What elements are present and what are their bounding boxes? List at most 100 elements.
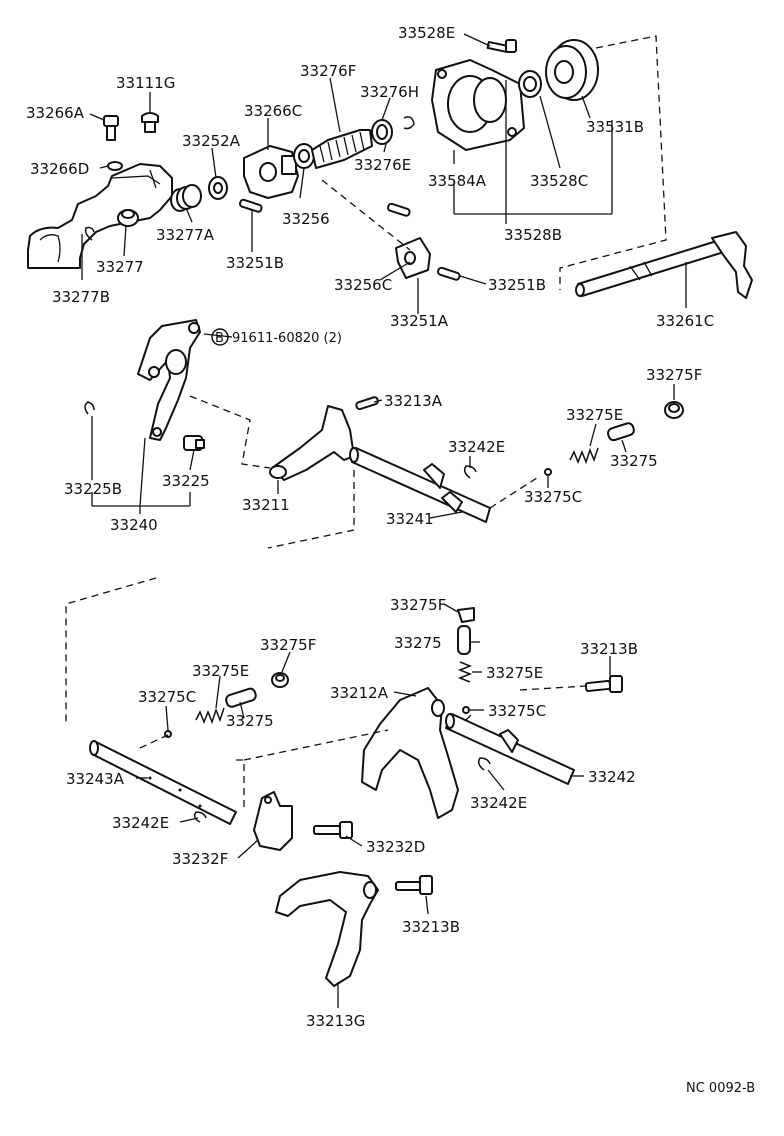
label-33528b: 33528B bbox=[504, 226, 562, 244]
shaft-33241 bbox=[349, 447, 491, 523]
label-33277: 33277 bbox=[96, 258, 144, 276]
boot-33276f bbox=[311, 129, 373, 169]
label-33275c-upper: 33275C bbox=[524, 488, 582, 506]
plug-33111g bbox=[141, 112, 159, 133]
label-33232d: 33232D bbox=[366, 838, 425, 856]
label-33251b-upper: 33251B bbox=[226, 254, 284, 272]
leader-lines bbox=[65, 33, 687, 1008]
bolt-33213b-upper bbox=[584, 675, 623, 693]
label-33266a: 33266A bbox=[26, 104, 85, 122]
plug-33275f-upper bbox=[664, 401, 684, 419]
plug-33275f-left bbox=[271, 672, 289, 688]
label-33531b: 33531B bbox=[586, 118, 644, 136]
label-33528e: 33528E bbox=[398, 24, 455, 42]
callout-b-letter: B bbox=[215, 331, 224, 346]
label-33213g: 33213G bbox=[306, 1012, 365, 1030]
label-33275-upper: 33275 bbox=[610, 452, 658, 470]
ring-33276e bbox=[371, 119, 393, 145]
label-33242e-upper: 33242E bbox=[448, 438, 505, 456]
part-labels: 33528E 33111G 33276F 33276H 33266A 33266… bbox=[26, 24, 755, 1096]
label-33584a: 33584A bbox=[428, 172, 487, 190]
release-bearing-33531b bbox=[545, 39, 599, 101]
label-33277a: 33277A bbox=[156, 226, 215, 244]
bearing-33252a bbox=[208, 176, 228, 200]
label-33225b: 33225B bbox=[64, 480, 122, 498]
label-33241: 33241 bbox=[386, 510, 434, 528]
label-33111g: 33111G bbox=[116, 74, 175, 92]
label-33213b-upper: 33213B bbox=[580, 640, 638, 658]
label-33261c: 33261C bbox=[656, 312, 714, 330]
clip-33242e-upper bbox=[463, 465, 477, 479]
pin-33251b-lower bbox=[437, 266, 461, 281]
label-33225: 33225 bbox=[162, 472, 210, 490]
label-33232f: 33232F bbox=[172, 850, 228, 868]
label-33277b: 33277B bbox=[52, 288, 110, 306]
bolt-33213b-lower bbox=[395, 875, 433, 895]
bushing-33277 bbox=[117, 209, 139, 227]
pin-33275-upper bbox=[607, 422, 635, 442]
ball-33275c-center bbox=[462, 706, 470, 714]
label-33276f: 33276F bbox=[300, 62, 356, 80]
bearing-retainer-33584a bbox=[431, 59, 525, 151]
label-91611-60820: 91611-60820 (2) bbox=[232, 331, 342, 346]
lever-33240 bbox=[137, 319, 201, 441]
collar-33256c bbox=[395, 237, 431, 279]
shift-shaft-33261c bbox=[575, 231, 753, 299]
label-33275e-upper: 33275E bbox=[566, 406, 623, 424]
label-33275f-left: 33275F bbox=[260, 636, 316, 654]
spring-33275e-upper bbox=[569, 447, 599, 465]
label-33275f-center: 33275F bbox=[390, 596, 446, 614]
pin-33225 bbox=[183, 435, 205, 451]
label-33242: 33242 bbox=[588, 768, 636, 786]
label-33251a: 33251A bbox=[390, 312, 449, 330]
pin-33213a bbox=[355, 396, 379, 411]
seal-33528c bbox=[518, 70, 542, 98]
pin-small bbox=[387, 202, 411, 217]
callout-b-circle bbox=[211, 328, 229, 346]
label-33252a: 33252A bbox=[182, 132, 241, 150]
label-33275-center: 33275 bbox=[394, 634, 442, 652]
label-33243a: 33243A bbox=[66, 770, 125, 788]
label-33528c: 33528C bbox=[530, 172, 588, 190]
label-33242e-lower-right: 33242E bbox=[470, 794, 527, 812]
pin-33251b-upper bbox=[239, 198, 263, 213]
pin-33275-left bbox=[225, 687, 257, 708]
spring-33275e-left bbox=[195, 707, 225, 725]
label-33275c-left: 33275C bbox=[138, 688, 196, 706]
shift-fork-33212a bbox=[361, 687, 459, 819]
shaft-33242 bbox=[445, 713, 575, 785]
transmission-housing bbox=[27, 163, 173, 269]
label-33276h: 33276H bbox=[360, 83, 419, 101]
bolt-33232d bbox=[313, 821, 353, 839]
label-33276e: 33276E bbox=[354, 156, 411, 174]
clip-33225b bbox=[84, 401, 95, 415]
shift-lever-33211 bbox=[269, 405, 355, 481]
clip-33242e-lower-left bbox=[193, 811, 207, 823]
shaft-33243a bbox=[89, 740, 237, 825]
label-33266d: 33266D bbox=[30, 160, 89, 178]
label-33275c-center: 33275C bbox=[488, 702, 546, 720]
pin-33275-center bbox=[457, 625, 471, 655]
bolt-33528e bbox=[486, 39, 517, 54]
label-33256: 33256 bbox=[282, 210, 330, 228]
label-33213b-lower: 33213B bbox=[402, 918, 460, 936]
lever-33232f bbox=[253, 791, 293, 851]
label-33275e-left: 33275E bbox=[192, 662, 249, 680]
label-33275e-center: 33275E bbox=[486, 664, 543, 682]
clip-33276h bbox=[403, 116, 415, 130]
diagram-code: NC 0092-B bbox=[686, 1081, 755, 1096]
label-33242e-lower-left: 33242E bbox=[112, 814, 169, 832]
label-33211: 33211 bbox=[242, 496, 290, 514]
shift-fork-33213g bbox=[275, 871, 379, 987]
bolt-33266a bbox=[103, 115, 119, 141]
plug-33275f-center bbox=[457, 607, 475, 623]
label-33275f-upper: 33275F bbox=[646, 366, 702, 384]
ball-33275c-upper bbox=[544, 468, 552, 476]
label-33212a: 33212A bbox=[330, 684, 389, 702]
lever-housing-33266c bbox=[243, 145, 299, 199]
label-33240: 33240 bbox=[110, 516, 158, 534]
clip-33277b bbox=[84, 226, 95, 241]
spring-33277a bbox=[170, 184, 202, 212]
